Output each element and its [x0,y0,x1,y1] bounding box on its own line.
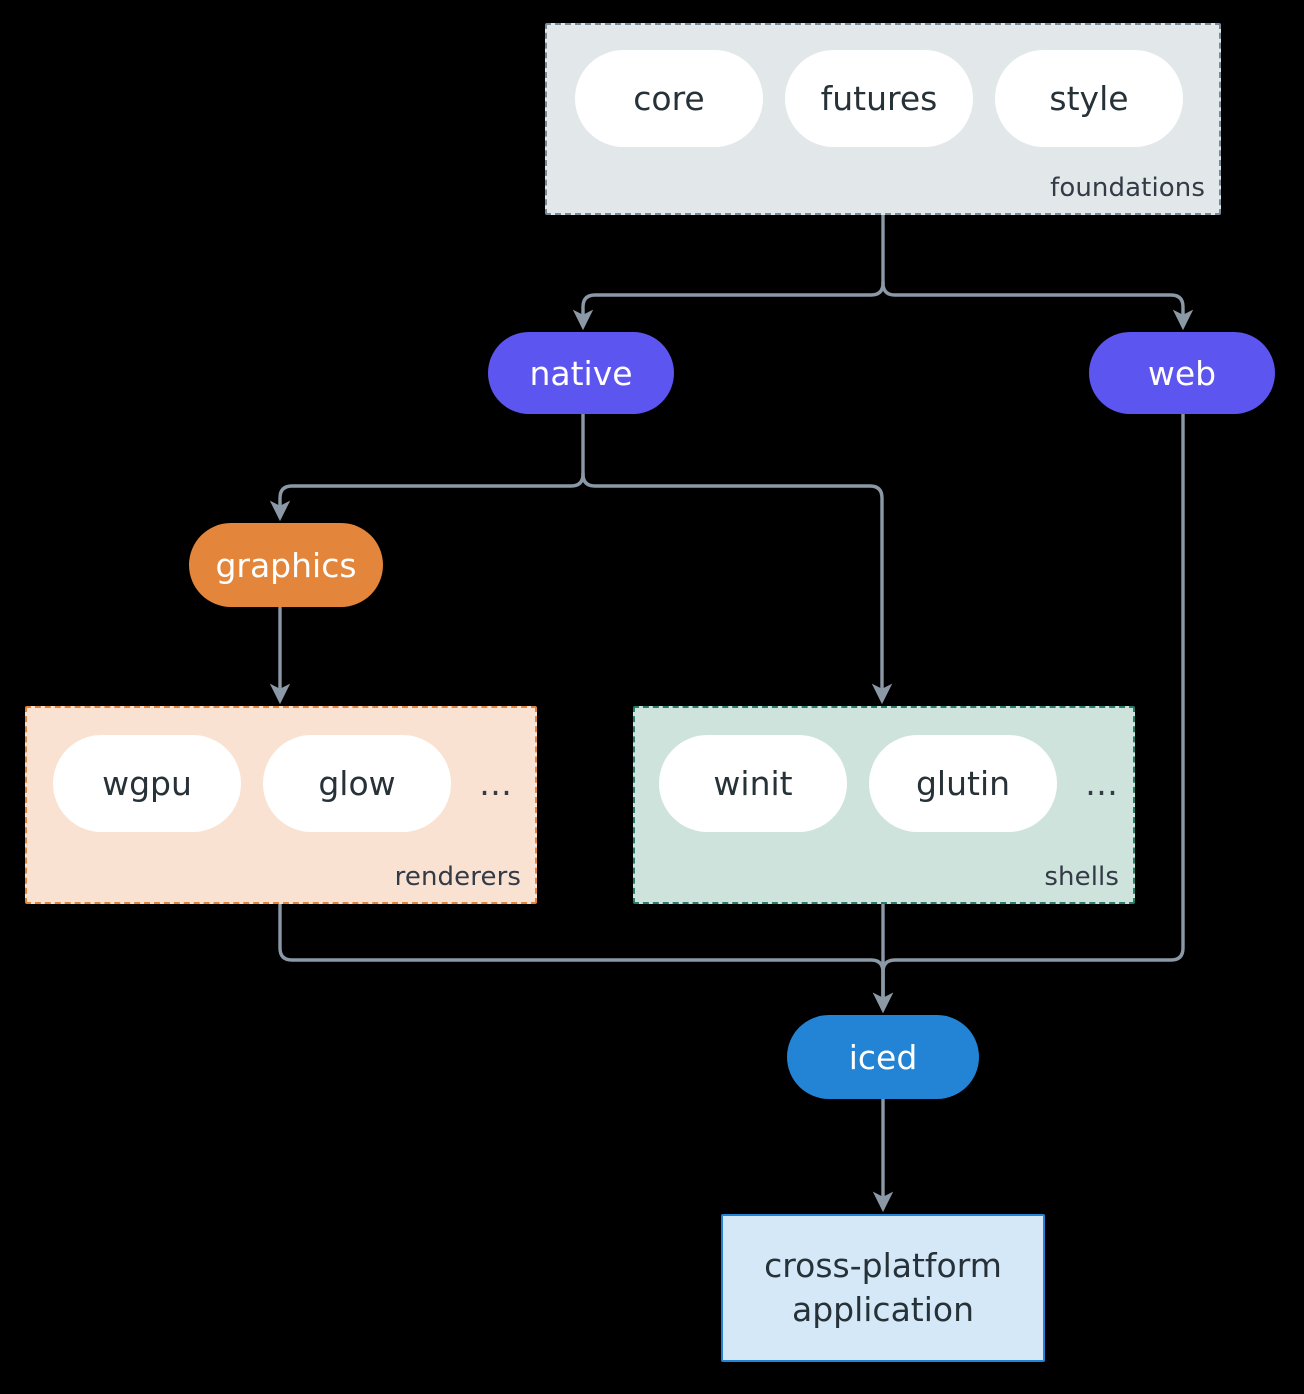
node-native[interactable]: native [488,332,674,414]
node-winit[interactable]: winit [659,735,847,832]
node-application-line2: application [791,1290,975,1329]
node-graphics[interactable]: graphics [189,523,383,607]
node-futures[interactable]: futures [785,50,973,147]
group-label-renderers: renderers [394,862,521,892]
edge-native-shells [581,472,893,705]
node-wgpu[interactable]: wgpu [53,735,241,832]
edge-renderers-iced [278,902,894,1014]
foundations-members: core futures style [575,50,1183,147]
renderers-members: wgpu glow … [53,735,513,832]
node-web[interactable]: web [1089,332,1275,414]
node-style[interactable]: style [995,50,1183,147]
edge-native-graphics [269,472,585,522]
group-label-foundations: foundations [1050,173,1205,203]
group-label-shells: shells [1044,862,1119,892]
shells-ellipsis: … [1085,764,1119,803]
node-graphics-label: graphics [215,545,357,585]
group-renderers: wgpu glow … renderers [25,706,537,904]
node-glutin[interactable]: glutin [869,735,1057,832]
node-glow[interactable]: glow [263,735,451,832]
node-web-label: web [1147,353,1217,393]
group-shells: winit glutin … shells [633,706,1135,904]
edge-foundations-native [572,281,885,331]
node-application[interactable]: cross-platform application [721,1214,1045,1362]
node-native-label: native [529,353,633,393]
group-foundations: core futures style foundations [545,23,1221,215]
edge-foundations-web [881,281,1194,331]
node-core[interactable]: core [575,50,763,147]
shells-members: winit glutin … [659,735,1119,832]
node-application-line1: cross-platform [764,1246,1002,1286]
node-application-text: cross-platform application [764,1244,1002,1331]
node-iced[interactable]: iced [787,1015,979,1099]
renderers-ellipsis: … [479,764,513,803]
node-iced-label: iced [848,1037,918,1077]
